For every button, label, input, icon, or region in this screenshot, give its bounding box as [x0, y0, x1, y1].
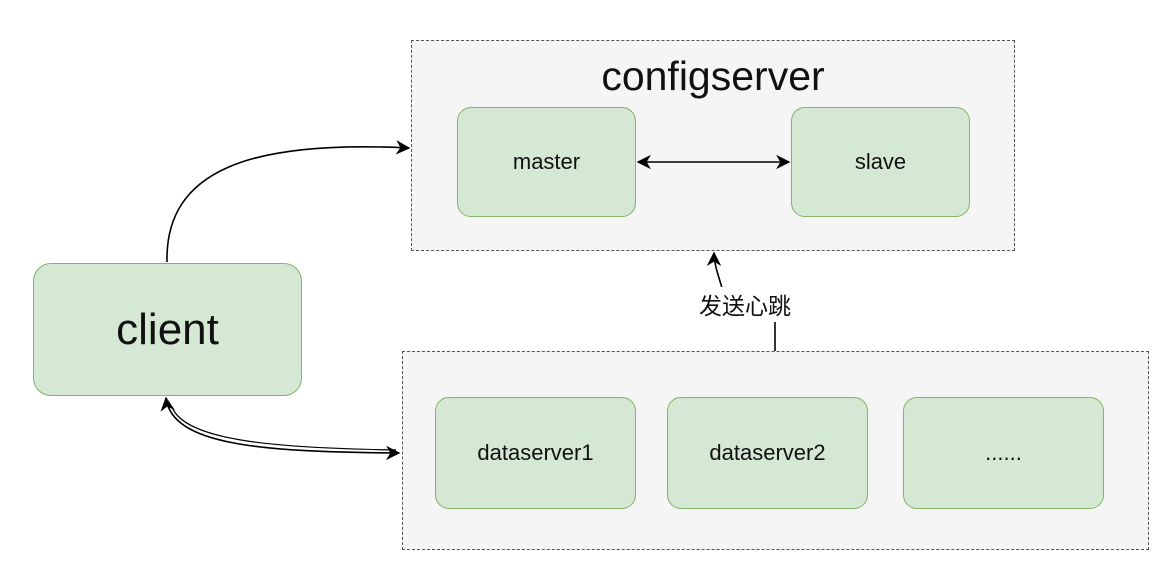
dataserver1-label: dataserver1: [477, 440, 594, 465]
dataserver2-label: dataserver2: [709, 440, 826, 465]
master-label: master: [512, 149, 581, 174]
heartbeat-edge-upper: [706, 251, 723, 289]
more-dataservers-node: ......: [903, 397, 1104, 509]
configserver-title: configserver: [601, 53, 825, 99]
client-to-configserver-edge: [166, 140, 411, 263]
client-dataserver-edge: [160, 396, 401, 461]
slave-label: slave: [854, 149, 907, 174]
more-dataservers-label: ......: [985, 440, 1022, 465]
dataserver2-node: dataserver2: [667, 397, 868, 509]
client-node: client: [33, 263, 302, 396]
client-dataserver-edge-secondary: [171, 406, 397, 451]
master-node: master: [457, 107, 636, 217]
heartbeat-label: 发送心跳: [680, 287, 810, 321]
dataserver1-node: dataserver1: [435, 397, 636, 509]
client-label: client: [116, 304, 219, 354]
slave-node: slave: [791, 107, 970, 217]
